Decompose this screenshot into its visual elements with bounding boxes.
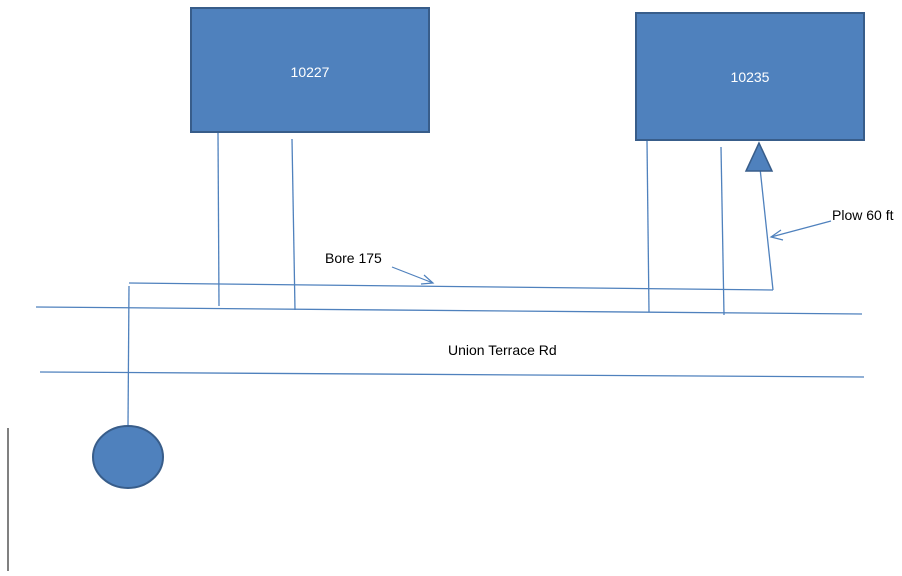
drop-line-10235-left — [646, 140, 650, 313]
bore-drop-line — [127, 285, 130, 427]
house-10227-box — [190, 7, 430, 133]
bore-arrow-shaft — [391, 266, 434, 284]
plow-endpoint-triangle — [744, 141, 774, 172]
road-label: Union Terrace Rd — [448, 342, 557, 358]
plow-label: Plow 60 ft — [832, 207, 894, 223]
plow-line — [759, 167, 774, 291]
drop-line-10227-left — [217, 132, 220, 307]
pedestal-circle — [92, 425, 164, 489]
house-10235-box — [635, 12, 865, 141]
bore-arrow-head — [420, 274, 435, 285]
drop-line-10235-right — [720, 146, 725, 316]
house-10235-label: 10235 — [731, 69, 770, 85]
bore-label: Bore 175 — [325, 250, 382, 266]
bore-line — [128, 282, 774, 291]
drop-line-10227-right — [291, 138, 296, 311]
plow-arrow-shaft — [770, 220, 832, 238]
plow-arrow-head — [769, 229, 784, 241]
house-10227-label: 10227 — [291, 64, 330, 80]
road-edge-bottom — [39, 371, 865, 378]
road-edge-top — [35, 306, 863, 315]
